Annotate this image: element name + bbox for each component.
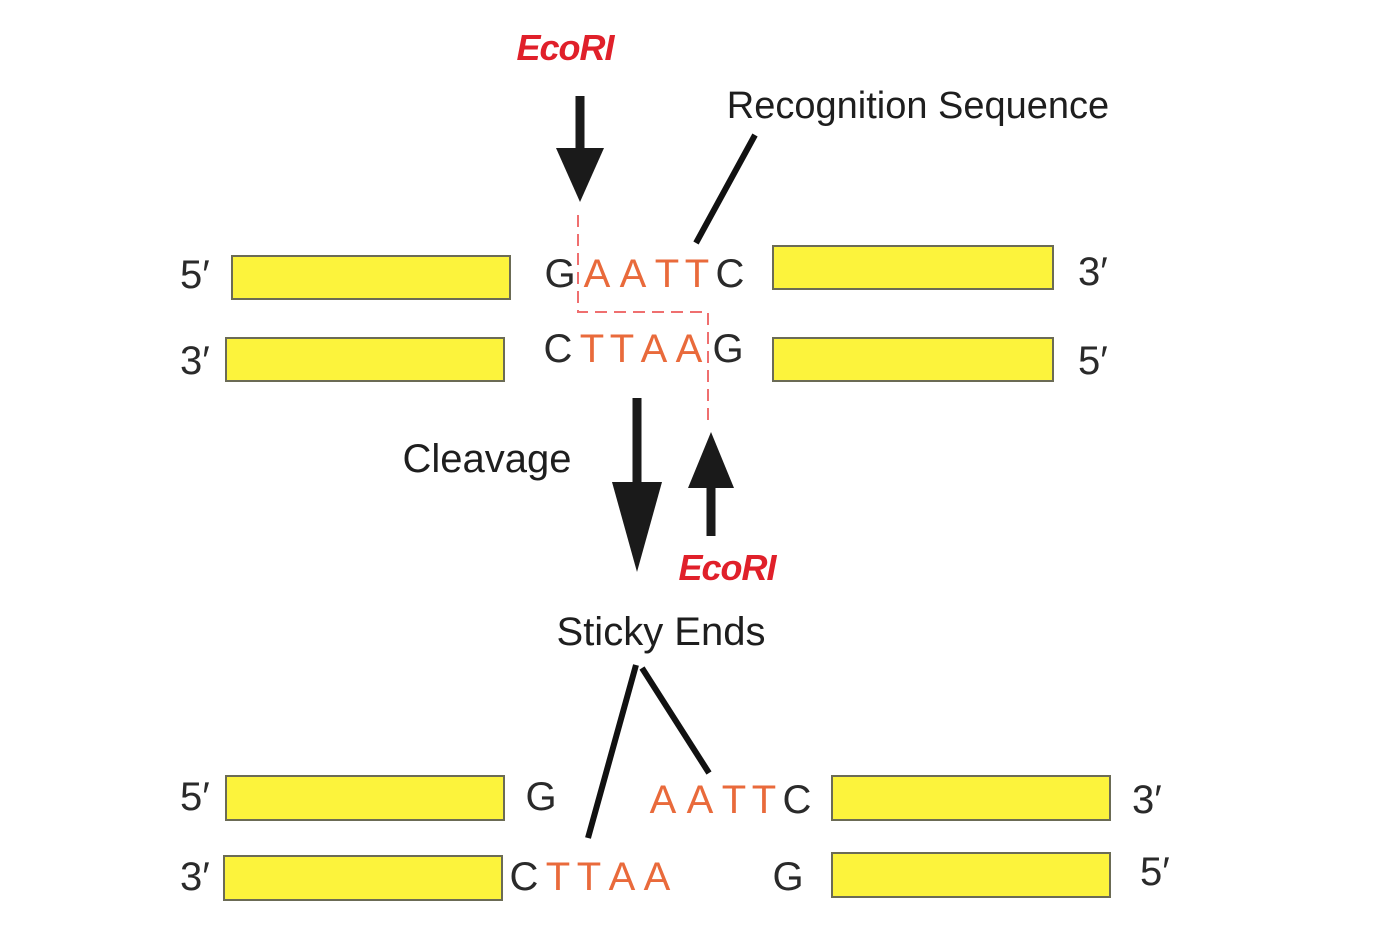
sticky-end-bottom: C T T A A bbox=[510, 855, 671, 899]
recognition-sequence-label: Recognition Sequence bbox=[727, 85, 1109, 127]
cut-site-line bbox=[577, 215, 709, 420]
base: T bbox=[580, 327, 604, 371]
sticky-ends-label: Sticky Ends bbox=[557, 610, 766, 654]
dna-fragment-bottom-right bbox=[831, 852, 1111, 898]
end-label-top-right: 3′ bbox=[1078, 250, 1108, 294]
end-label-top-left: 5′ bbox=[180, 253, 210, 297]
base-sequence-top: G A A T T C bbox=[544, 252, 744, 296]
dna-strand-bottom-right bbox=[772, 337, 1054, 382]
base: A bbox=[687, 778, 714, 822]
up-arrow-icon bbox=[688, 432, 734, 536]
base: A bbox=[609, 855, 636, 899]
base: A bbox=[676, 327, 703, 371]
base: T bbox=[546, 855, 570, 899]
base: T bbox=[685, 252, 709, 296]
dna-strand-top-right bbox=[772, 245, 1054, 290]
base: T bbox=[577, 855, 601, 899]
base: A bbox=[584, 252, 611, 296]
end-label-bottom-left: 3′ bbox=[180, 339, 210, 383]
end-label-bottom-right: 5′ bbox=[1078, 339, 1108, 383]
base: T bbox=[655, 252, 679, 296]
base-sequence-bottom: C T T A A G bbox=[544, 327, 744, 371]
base: C bbox=[783, 778, 812, 822]
dna-strand-bottom-left bbox=[225, 337, 505, 382]
cleavage-label: Cleavage bbox=[402, 437, 571, 481]
base: A bbox=[620, 252, 647, 296]
base: T bbox=[610, 327, 634, 371]
dna-strand-top-left bbox=[231, 255, 511, 300]
enzyme-label-top: EcoRI bbox=[516, 27, 615, 68]
sticky-ends-pointers bbox=[585, 664, 712, 839]
base: G bbox=[544, 252, 575, 296]
base: C bbox=[716, 252, 745, 296]
end-label-after-bottom-left: 3′ bbox=[180, 855, 210, 899]
base: C bbox=[510, 855, 539, 899]
cleavage-arrow-icon bbox=[612, 398, 662, 572]
enzyme-label-bottom: EcoRI bbox=[678, 547, 777, 588]
dna-fragment-bottom-left bbox=[223, 855, 503, 901]
base: A bbox=[641, 327, 668, 371]
dna-fragment-top-left bbox=[225, 775, 505, 821]
base: A bbox=[644, 855, 671, 899]
sticky-end-top: A A T T C bbox=[650, 778, 812, 822]
base: T bbox=[722, 778, 746, 822]
end-label-after-bottom-right: 5′ bbox=[1140, 850, 1170, 894]
end-label-after-top-left: 5′ bbox=[180, 775, 210, 819]
base: T bbox=[752, 778, 776, 822]
base: G bbox=[525, 775, 556, 819]
base: G bbox=[772, 855, 803, 899]
end-label-after-top-right: 3′ bbox=[1132, 778, 1162, 822]
base: A bbox=[650, 778, 677, 822]
base: G bbox=[712, 327, 743, 371]
base: C bbox=[544, 327, 573, 371]
down-arrow-icon bbox=[556, 96, 604, 202]
dna-fragment-top-right bbox=[831, 775, 1111, 821]
recognition-pointer-line bbox=[693, 133, 758, 245]
